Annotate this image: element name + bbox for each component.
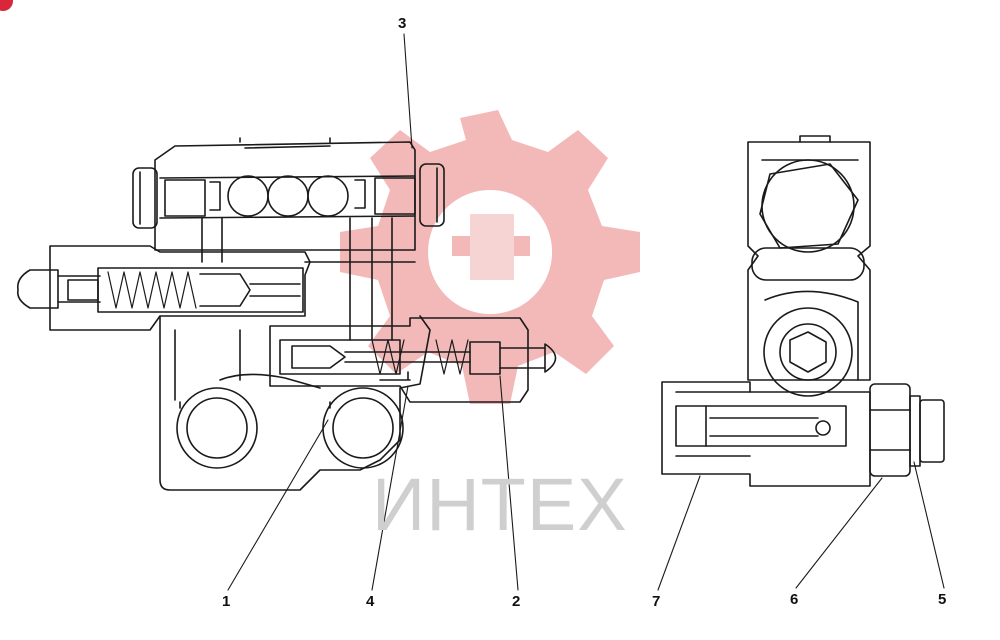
callout-7: 7 <box>652 593 661 610</box>
callout-4: 4 <box>366 593 375 610</box>
callout-3: 3 <box>398 15 407 32</box>
callout-6: 6 <box>790 591 799 608</box>
right-side-view <box>661 135 945 487</box>
watermark-gear-icon <box>340 110 640 404</box>
leader-lines <box>227 33 945 591</box>
callout-2: 2 <box>512 593 521 610</box>
callout-5: 5 <box>938 591 947 608</box>
callout-1: 1 <box>222 593 231 610</box>
corner-badge <box>0 0 13 11</box>
watermark-text: ИНТЕХ <box>372 463 628 546</box>
left-sectional-view <box>16 137 557 491</box>
